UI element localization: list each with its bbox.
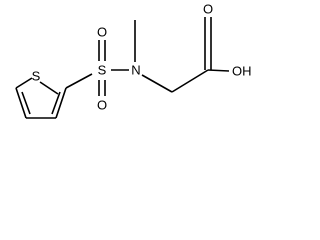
chemical-structure: S S O O N O OH <box>15 2 252 119</box>
bond-c5-s1 <box>15 77 33 89</box>
bond-nitrogen-ch2 <box>141 74 173 93</box>
bond-c4-c5-inner <box>21 91 31 115</box>
bond-c2-c3 <box>55 87 67 119</box>
thiophene-ring <box>15 77 67 119</box>
sulfonyl-sulfur-label: S <box>98 63 107 78</box>
bond-ring-to-sulfonyl <box>65 73 93 89</box>
ring-sulfur-label: S <box>32 69 41 84</box>
amine-nitrogen-label: N <box>131 63 140 78</box>
bond-ch2-carboxyl <box>171 69 209 93</box>
bond-c-oh <box>207 69 230 72</box>
carbonyl-double-bond <box>204 17 212 70</box>
hydroxyl-label: OH <box>232 64 252 79</box>
sulfonyl-oxygen-bottom-label: O <box>97 98 107 113</box>
bond-c2-c3-inner <box>51 91 61 115</box>
carbonyl-oxygen-label: O <box>203 2 213 17</box>
sulfonyl-oxygen-top-label: O <box>97 25 107 40</box>
sulfonyl-oxygen-bonds <box>98 40 106 96</box>
bond-s1-c2 <box>39 81 59 95</box>
bond-c4-c5 <box>15 87 27 119</box>
